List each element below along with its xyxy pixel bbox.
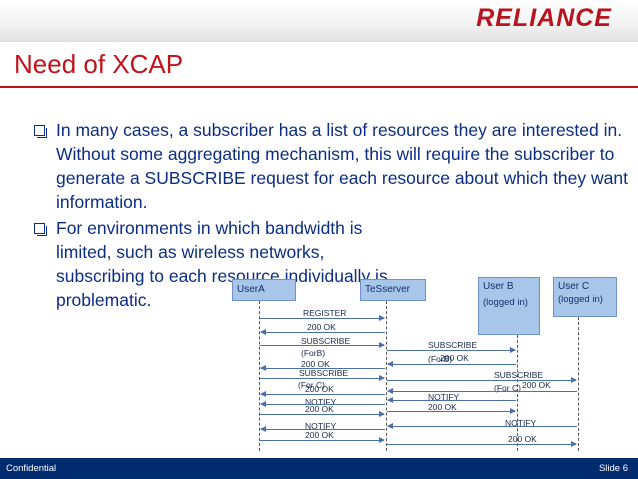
msg-ok-c: 200 OK bbox=[305, 384, 334, 394]
checkbox-bullet-icon bbox=[34, 125, 47, 138]
msg-subscribe-c-fwd: SUBSCRIBE bbox=[494, 370, 544, 380]
msg-ok-c-fwd: 200 OK bbox=[522, 380, 551, 390]
actor-userb: User B (logged in) bbox=[478, 277, 540, 335]
header-bar: RELIANCE bbox=[0, 0, 638, 42]
arrow-notify-1 bbox=[260, 401, 385, 407]
msg-register: REGISTER bbox=[303, 308, 347, 318]
msg-notify-1: NOTIFY bbox=[305, 397, 337, 407]
actor-tesserver-label: TeSserver bbox=[365, 284, 411, 295]
msg-ok-notify-c: 200 OK bbox=[508, 434, 537, 444]
msg-for-b: (ForB) bbox=[301, 348, 326, 358]
lifeline-usera bbox=[259, 301, 260, 451]
actor-usera-label: UserA bbox=[237, 284, 265, 295]
reliance-logo: RELIANCE bbox=[476, 4, 612, 32]
arrow-notify-2 bbox=[260, 426, 385, 432]
msg-for-c-fwd: (For C) bbox=[494, 383, 521, 393]
footer-bar: Confidential Slide 6 bbox=[0, 458, 638, 479]
actor-userc-name: User C bbox=[558, 281, 590, 292]
arrow-ok-b-fwd bbox=[387, 361, 516, 367]
arrow-ok-c-fwd bbox=[387, 388, 577, 394]
arrow-subscribe-b-fwd bbox=[387, 347, 516, 353]
slide-number: Slide 6 bbox=[598, 463, 628, 474]
msg-ok-notify-b: 200 OK bbox=[428, 402, 457, 412]
msg-subscribe-c: SUBSCRIBE bbox=[299, 368, 349, 378]
lifeline-tesserver bbox=[386, 301, 387, 451]
confidential-label: Confidential bbox=[6, 463, 57, 474]
msg-notify-2: NOTIFY bbox=[305, 421, 337, 431]
actor-usera: UserA bbox=[232, 279, 296, 301]
msg-ok-notify-1: 200 OK bbox=[305, 404, 334, 414]
arrow-notify-b bbox=[387, 397, 516, 403]
arrow-subscribe-c bbox=[260, 375, 385, 381]
arrow-ok-notify-c bbox=[387, 441, 577, 447]
msg-for-b-fwd: (ForB) bbox=[428, 354, 453, 364]
lifeline-userb bbox=[517, 335, 518, 451]
msg-subscribe-b-fwd: SUBSCRIBE bbox=[428, 340, 478, 350]
msg-for-c: (For C) bbox=[298, 380, 325, 390]
msg-ok-b-fwd: 200 OK bbox=[440, 353, 469, 363]
checkbox-bullet-icon bbox=[34, 223, 47, 236]
arrow-ok-notify-2 bbox=[260, 437, 385, 443]
actor-tesserver: TeSserver bbox=[360, 279, 426, 301]
msg-ok-register: 200 OK bbox=[307, 322, 336, 332]
slide-title: Need of XCAP bbox=[14, 49, 184, 79]
bullet-text: For environments in which bandwidth is l… bbox=[56, 218, 388, 310]
arrow-subscribe-b bbox=[260, 342, 385, 348]
actor-userc-status: (logged in) bbox=[558, 294, 603, 305]
lifeline-userc bbox=[578, 317, 579, 451]
arrow-ok-notify-b bbox=[387, 408, 516, 414]
arrow-register bbox=[260, 315, 385, 321]
arrow-ok-register bbox=[260, 329, 385, 335]
bullet-item: In many cases, a subscriber has a list o… bbox=[34, 118, 634, 214]
arrow-ok-b bbox=[260, 365, 385, 371]
msg-ok-notify-2: 200 OK bbox=[305, 430, 334, 440]
actor-userc: User C (logged in) bbox=[553, 277, 617, 317]
title-divider bbox=[0, 86, 638, 88]
msg-notify-b: NOTIFY bbox=[428, 392, 460, 402]
bullet-item: For environments in which bandwidth is l… bbox=[34, 216, 634, 312]
bullet-list: In many cases, a subscriber has a list o… bbox=[34, 118, 634, 314]
actor-userb-status: (logged in) bbox=[483, 297, 528, 308]
arrow-ok-notify-1 bbox=[260, 411, 385, 417]
msg-subscribe-b: SUBSCRIBE bbox=[301, 336, 351, 346]
arrow-subscribe-c-fwd bbox=[387, 377, 577, 383]
actor-userb-name: User B bbox=[483, 281, 514, 292]
arrow-notify-c bbox=[387, 423, 577, 429]
msg-ok-b: 200 OK bbox=[301, 359, 330, 369]
msg-notify-c: NOTIFY bbox=[505, 418, 537, 428]
arrow-ok-c bbox=[260, 391, 385, 397]
bullet-text: In many cases, a subscriber has a list o… bbox=[56, 120, 628, 212]
